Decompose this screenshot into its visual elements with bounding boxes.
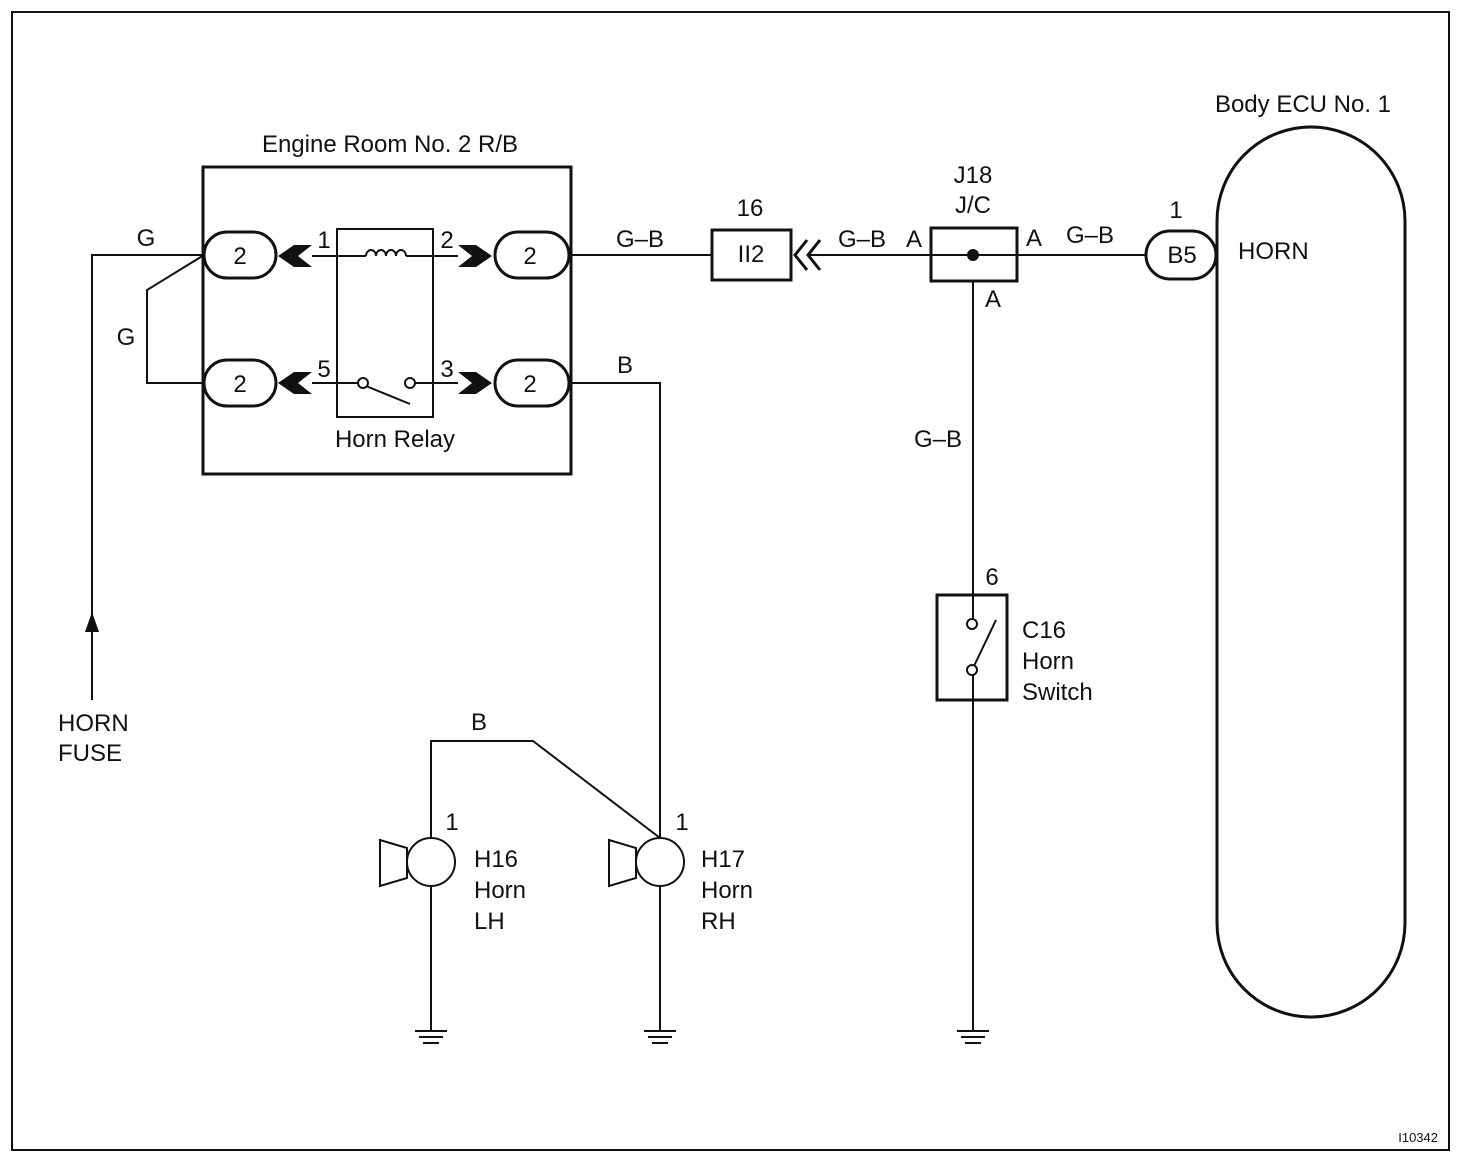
ii2-chevron-inner-icon xyxy=(793,239,809,271)
relay-box xyxy=(201,165,573,476)
horn-switch-line1: Horn xyxy=(1022,648,1074,675)
wire-label-gb-ecu: G–B xyxy=(1066,222,1114,249)
horn-rh-icon xyxy=(608,837,685,888)
wire-b-horns xyxy=(430,740,661,839)
junction-pin-right: A xyxy=(1026,225,1042,252)
wire-label-g-side: G xyxy=(117,324,136,351)
junction-type: J/C xyxy=(955,192,991,219)
relay-connector-top-left: 2 xyxy=(202,230,278,280)
horn-lh-line1: Horn xyxy=(474,877,526,904)
wire-label-b-horns: B xyxy=(471,709,487,736)
junction-pin-left: A xyxy=(906,226,922,253)
junction-pin-bottom: A xyxy=(985,286,1001,313)
wire-g-side xyxy=(146,254,205,384)
ground-icon xyxy=(415,1030,447,1044)
terminal-1-arrow xyxy=(278,245,312,267)
wire-label-b-relay: B xyxy=(617,352,633,379)
wire-fuse-g xyxy=(91,254,204,700)
horn-rh-id: H17 xyxy=(701,846,745,873)
svg-text:2: 2 xyxy=(233,243,246,270)
junction-id: J18 xyxy=(954,162,993,189)
relay-connector-bottom-right: 2 xyxy=(493,358,571,408)
horn-switch-line2: Switch xyxy=(1022,679,1093,706)
wire-label-gb-jc: G–B xyxy=(838,226,886,253)
relay-switch-blade xyxy=(365,385,411,405)
wire-label-gb-relay: G–B xyxy=(616,226,664,253)
horn-switch-contact-bottom xyxy=(966,664,978,676)
horn-rh-line1: Horn xyxy=(701,877,753,904)
terminal-3-arrow xyxy=(458,372,492,394)
fuse-label-line2: FUSE xyxy=(58,740,122,767)
junction-node xyxy=(967,249,979,261)
ecu-terminal: HORN xyxy=(1238,238,1309,265)
ecu-connector-id: B5 xyxy=(1167,242,1196,269)
relay-pin-5: 5 xyxy=(317,356,330,383)
wire-label-g-top: G xyxy=(137,225,156,252)
body-ecu xyxy=(1215,125,1407,1019)
diagram-frame xyxy=(11,11,1450,1151)
horn-lh-line2: LH xyxy=(474,908,505,935)
ii2-id: II2 xyxy=(738,241,765,268)
horn-lh-icon xyxy=(379,837,456,888)
relay-connector-top-right: 2 xyxy=(493,230,571,280)
relay-pin-2: 2 xyxy=(440,227,453,254)
horn-switch-blade xyxy=(973,619,997,667)
ii2-pin: 16 xyxy=(737,195,764,222)
connector-ii2 xyxy=(710,228,793,282)
horn-rh-pin: 1 xyxy=(675,809,688,836)
horn-switch-contact-top xyxy=(966,618,978,630)
terminal-5-arrow xyxy=(278,372,312,394)
relay-pin-3: 3 xyxy=(440,356,453,383)
horn-rh-line2: RH xyxy=(701,908,736,935)
ecu-connector-b5 xyxy=(1144,229,1218,281)
terminal-2-arrow xyxy=(458,245,492,267)
horn-relay-box xyxy=(336,228,434,418)
wire-b-relay xyxy=(569,382,661,837)
relay-contact-right xyxy=(404,377,416,389)
ground-icon xyxy=(644,1030,676,1044)
relay-pin-1: 1 xyxy=(317,227,330,254)
horn-lh-pin: 1 xyxy=(445,809,458,836)
svg-text:2: 2 xyxy=(523,243,536,270)
relay-coil-icon xyxy=(365,249,407,257)
svg-text:2: 2 xyxy=(523,371,536,398)
ecu-pin: 1 xyxy=(1169,197,1182,224)
wire-label-gb-vertical: G–B xyxy=(914,426,962,453)
relay-connector-bottom-left: 2 xyxy=(202,358,278,408)
relay-box-title: Engine Room No. 2 R/B xyxy=(262,131,518,158)
horn-lh-id: H16 xyxy=(474,846,518,873)
switch-pin: 6 xyxy=(985,564,998,591)
svg-text:2: 2 xyxy=(233,371,246,398)
ecu-title: Body ECU No. 1 xyxy=(1215,91,1391,118)
fuse-arrow-icon xyxy=(85,612,99,632)
figure-id: I10342 xyxy=(1398,1130,1438,1145)
horn-switch-id: C16 xyxy=(1022,617,1066,644)
horn-relay-label: Horn Relay xyxy=(335,426,455,453)
relay-contact-left xyxy=(357,377,369,389)
fuse-label-line1: HORN xyxy=(58,710,129,737)
ground-icon xyxy=(957,1030,989,1044)
